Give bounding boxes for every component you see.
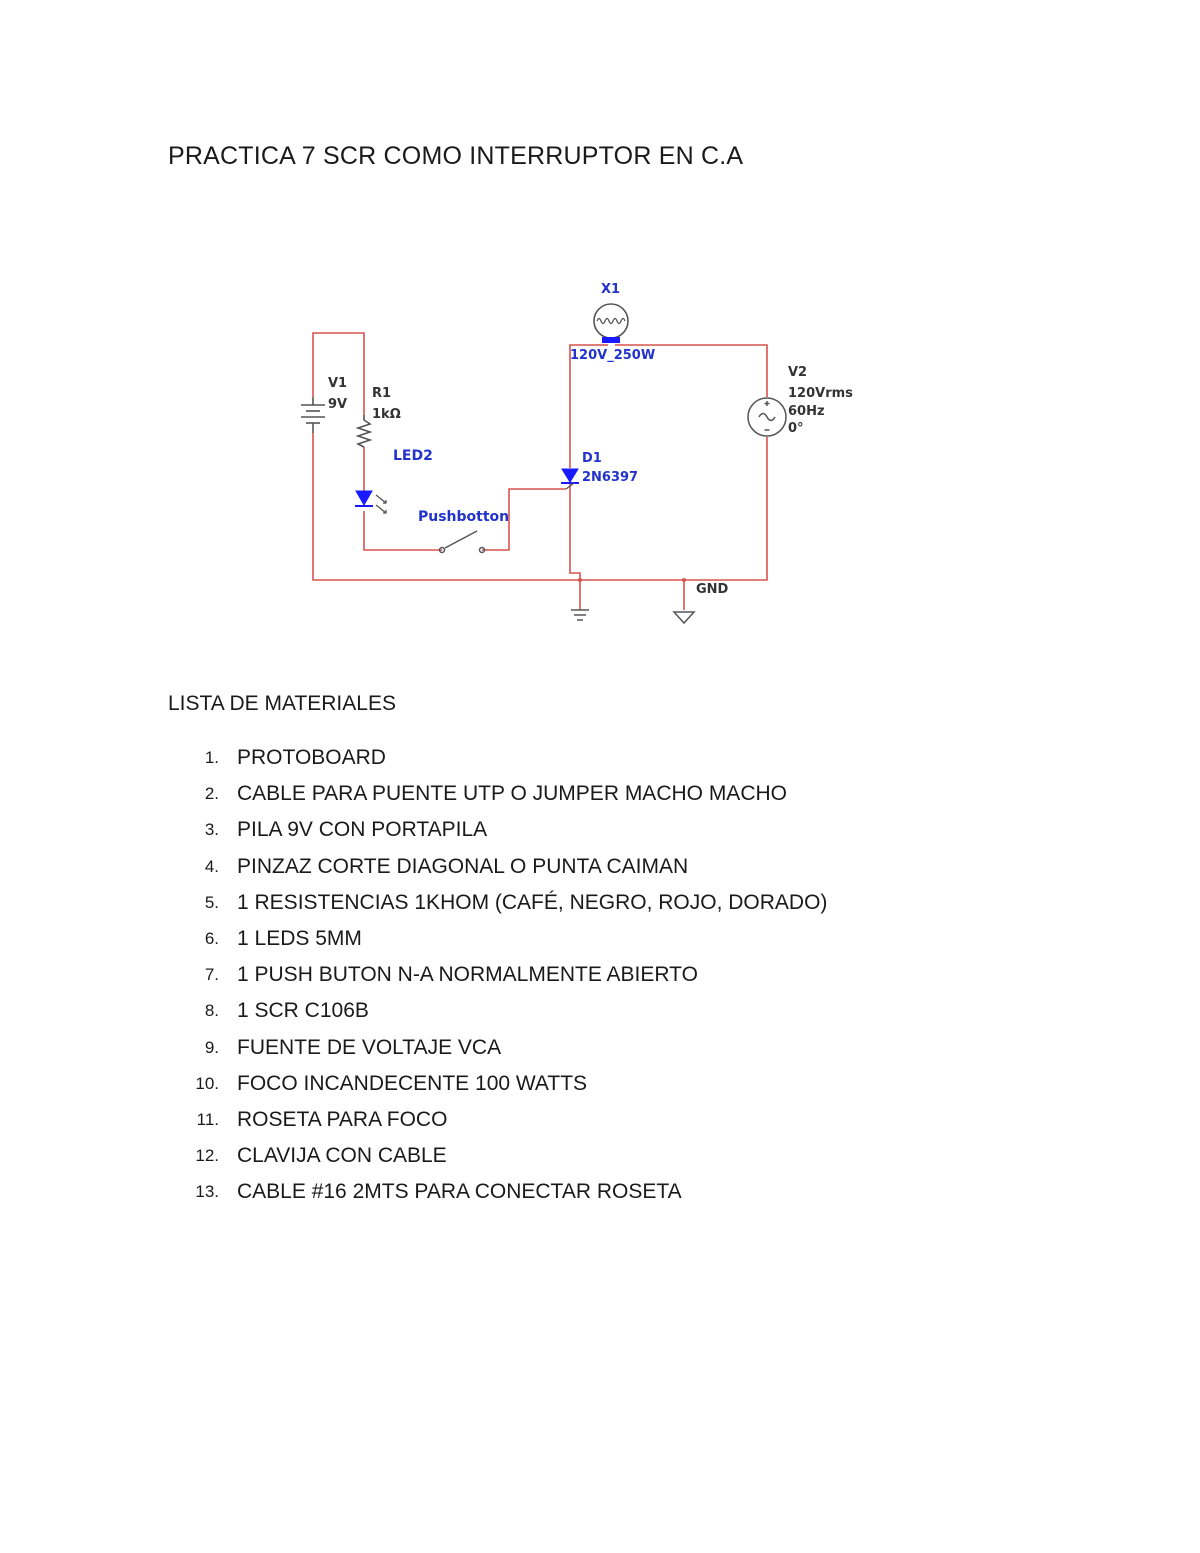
- list-item-number: 2.: [204, 784, 219, 804]
- led2-label: LED2: [393, 448, 433, 464]
- list-item: 10. FOCO INCANDECENTE 100 WATTS: [168, 1066, 827, 1102]
- list-item: 3. PILA 9V CON PORTAPILA: [168, 812, 827, 848]
- v2-voltage-label: 120Vrms: [788, 386, 853, 401]
- page-title: PRACTICA 7 SCR COMO INTERRUPTOR EN C.A: [168, 142, 744, 170]
- list-item-text: 1 PUSH BUTON N-A NORMALMENTE ABIERTO: [237, 963, 698, 987]
- r1-value-label: 1kΩ: [372, 407, 401, 422]
- scr-d1-symbol: [561, 468, 579, 490]
- list-item-number: 1.: [204, 748, 219, 768]
- list-item-text: CABLE #16 2MTS PARA CONECTAR ROSETA: [237, 1180, 682, 1204]
- list-item-text: 1 SCR C106B: [237, 999, 369, 1023]
- wire-v2-ground: [580, 437, 768, 581]
- wire-battery-top: [312, 332, 365, 415]
- wire-scr-cathode: [569, 483, 581, 580]
- list-item-number: 8.: [204, 1001, 219, 1021]
- wire-battery-bottom: [312, 433, 580, 581]
- list-item: 13. CABLE #16 2MTS PARA CONECTAR ROSETA: [168, 1174, 827, 1210]
- v1-name-label: V1: [328, 376, 347, 391]
- list-item-number: 10.: [195, 1073, 219, 1093]
- gnd-label: GND: [696, 582, 729, 597]
- list-item-number: 5.: [204, 892, 219, 912]
- list-item-number: 11.: [196, 1109, 219, 1129]
- ac-source-v2-symbol: [747, 397, 787, 437]
- battery-v1-symbol: [301, 397, 325, 433]
- wire-led-switch: [363, 511, 442, 551]
- junction-dot-gnd: [682, 578, 686, 582]
- wire-scr-anode: [569, 344, 608, 468]
- led2-symbol: [355, 490, 387, 514]
- list-item-text: CABLE PARA PUENTE UTP O JUMPER MACHO MAC…: [237, 782, 787, 806]
- resistor-r1-symbol: [355, 415, 373, 448]
- list-item: 5. 1 RESISTENCIAS 1KHOM (CAFÉ, NEGRO, ROJ…: [168, 885, 828, 921]
- ground-symbol-earth: [571, 609, 589, 621]
- list-item-number: 6.: [204, 929, 219, 949]
- pushbutton-symbol: [438, 530, 486, 554]
- list-item-number: 4.: [204, 856, 219, 876]
- list-item: 12. CLAVIJA CON CABLE: [168, 1138, 827, 1174]
- list-item: 8. 1 SCR C106B: [168, 993, 827, 1029]
- list-item: 7. 1 PUSH BUTON N-A NORMALMENTE ABIERTO: [168, 957, 827, 993]
- list-item: 9. FUENTE DE VOLTAJE VCA: [168, 1030, 827, 1066]
- lamp-value-label: 120V_250W: [570, 348, 655, 363]
- r1-name-label: R1: [372, 386, 391, 401]
- circuit-schematic: V1 9V R1 1kΩ LED2 Pushbotton D1 2N6397 X…: [301, 282, 853, 625]
- list-item: 1. PROTOBOARD: [168, 740, 827, 776]
- junction-dot: [578, 578, 582, 582]
- v1-value-label: 9V: [328, 397, 347, 412]
- wire-lamp-v2: [615, 344, 768, 397]
- list-item-text: PROTOBOARD: [237, 746, 386, 770]
- list-item-number: 7.: [204, 965, 219, 985]
- wires: [312, 332, 768, 610]
- v2-frequency-label: 60Hz: [788, 404, 825, 419]
- list-item-text: ROSETA PARA FOCO: [237, 1107, 448, 1131]
- materials-list: 1. PROTOBOARD 2. CABLE PARA PUENTE UTP O JU…: [168, 740, 827, 1210]
- pushbutton-label: Pushbotton: [418, 509, 509, 525]
- list-item: 2. CABLE PARA PUENTE UTP O JUMPER MACHO M…: [168, 776, 827, 812]
- materials-heading: LISTA DE MATERIALES: [168, 692, 396, 715]
- list-item-text: 1 LEDS 5MM: [237, 927, 362, 951]
- list-item-text: PINZAZ CORTE DIAGONAL O PUNTA CAIMAN: [237, 854, 689, 878]
- list-item-text: FUENTE DE VOLTAJE VCA: [237, 1035, 502, 1059]
- list-item-number: 13.: [195, 1182, 219, 1202]
- list-item-number: 9.: [204, 1037, 219, 1057]
- v2-phase-label: 0°: [788, 421, 804, 436]
- list-item: 11. ROSETA PARA FOCO: [168, 1102, 827, 1138]
- wire-switch-gate: [482, 488, 566, 551]
- lamp-x1-symbol: [593, 303, 629, 343]
- list-item-text: FOCO INCANDECENTE 100 WATTS: [237, 1071, 588, 1095]
- scr-name-label: D1: [582, 451, 602, 466]
- ground-symbol-gnd: [672, 611, 696, 625]
- lamp-name-label: X1: [601, 282, 620, 297]
- list-item-text: PILA 9V CON PORTAPILA: [237, 818, 488, 842]
- scr-value-label: 2N6397: [582, 470, 638, 485]
- list-item: 6. 1 LEDS 5MM: [168, 921, 827, 957]
- list-item-number: 3.: [204, 820, 219, 840]
- list-item: 4. PINZAZ CORTE DIAGONAL O PUNTA CAIMAN: [168, 849, 827, 885]
- list-item-number: 12.: [195, 1146, 219, 1166]
- v2-name-label: V2: [788, 365, 807, 380]
- list-item-text: CLAVIJA CON CABLE: [237, 1144, 447, 1168]
- list-item-text: 1 RESISTENCIAS 1KHOM (CAFÉ, NEGRO, ROJO,…: [237, 890, 828, 914]
